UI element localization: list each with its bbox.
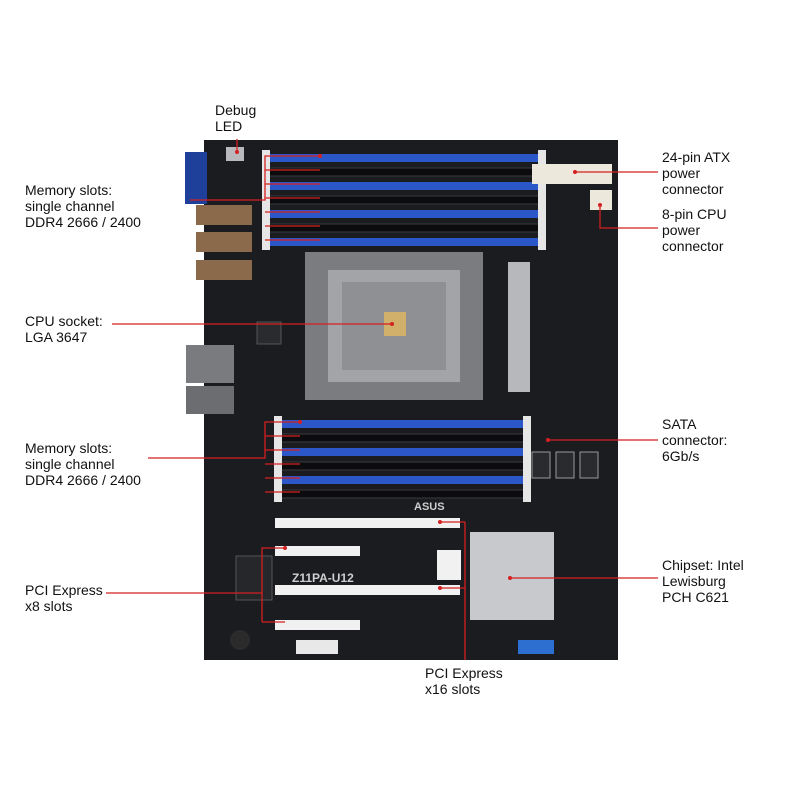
label-cpu-socket-line2: LGA 3647 <box>25 329 88 345</box>
leader-lines <box>106 139 658 660</box>
label-atx24-line2: power <box>662 165 701 181</box>
label-sata-line1: SATA <box>662 416 697 432</box>
chipset-heatsink <box>470 532 554 620</box>
label-pcie-x16-line1: PCI Express <box>425 665 503 681</box>
memory-slots-top <box>262 150 546 250</box>
label-sata: SATA connector: 6Gb/s <box>662 416 727 464</box>
label-pcie-x16-line2: x16 slots <box>425 681 481 697</box>
label-sata-line2: connector: <box>662 432 728 448</box>
label-chipset-line3: PCH C621 <box>662 589 729 605</box>
label-cpu-socket: CPU socket: LGA 3647 <box>25 313 103 345</box>
usb-header <box>296 640 338 654</box>
leader-mem-top <box>190 155 320 201</box>
label-pcie-x16: PCI Express x16 slots <box>425 665 503 697</box>
cpu-socket <box>305 252 483 400</box>
label-memory-bottom-line1: Memory slots: <box>25 440 113 456</box>
label-pcie-x8: PCI Express x8 slots <box>25 582 103 614</box>
label-atx24-line1: 24-pin ATX <box>662 149 731 165</box>
buzzer <box>230 630 250 650</box>
label-cpu8: 8-pin CPU power connector <box>662 206 727 254</box>
label-memory-top-line1: Memory slots: <box>25 182 113 198</box>
label-memory-top-line3: DDR4 2666 / 2400 <box>25 214 141 230</box>
board-marking: Z11PA-U12 <box>292 571 354 585</box>
label-atx24: 24-pin ATX power connector <box>662 149 730 197</box>
label-cpu8-line2: power <box>662 222 701 238</box>
label-debug-led-line1: Debug <box>215 102 257 118</box>
board-brand: ASUS <box>414 501 445 513</box>
label-memory-bottom: Memory slots: single channel DDR4 2666 /… <box>25 440 141 488</box>
label-chipset-line1: Chipset: Intel <box>662 557 744 573</box>
label-pcie-x8-line2: x8 slots <box>25 598 73 614</box>
label-memory-top-line2: single channel <box>25 198 115 214</box>
blue-header <box>518 640 554 654</box>
label-memory-bottom-line3: DDR4 2666 / 2400 <box>25 472 141 488</box>
memory-slots-bottom <box>274 416 531 502</box>
atx-24pin-connector <box>532 164 612 184</box>
rear-io <box>185 152 252 414</box>
label-debug-led: Debug LED <box>215 102 256 134</box>
label-chipset-line2: Lewisburg <box>662 573 726 589</box>
label-pcie-x8-line1: PCI Express <box>25 582 103 598</box>
controller-chip <box>256 321 282 345</box>
label-chipset: Chipset: Intel Lewisburg PCH C621 <box>662 557 744 605</box>
pcie-slots <box>275 518 461 630</box>
sata-connectors <box>531 451 599 479</box>
label-cpu-socket-line1: CPU socket: <box>25 313 103 329</box>
leader-dots <box>235 150 602 590</box>
label-atx24-line3: connector <box>662 181 724 197</box>
label-memory-bottom-line2: single channel <box>25 456 115 472</box>
leader-mem-bottom <box>148 421 300 459</box>
label-memory-top: Memory slots: single channel DDR4 2666 /… <box>25 182 141 230</box>
leader-pcie-x8 <box>106 547 285 594</box>
leader-cpu8 <box>599 205 658 229</box>
label-sata-line3: 6Gb/s <box>662 448 700 464</box>
label-cpu8-line1: 8-pin CPU <box>662 206 727 222</box>
cpu-8pin-connector <box>590 190 612 210</box>
vrm-heatsink <box>508 262 530 392</box>
label-debug-led-line2: LED <box>215 118 243 134</box>
label-cpu8-line3: connector <box>662 238 724 254</box>
debug-led <box>226 147 244 161</box>
